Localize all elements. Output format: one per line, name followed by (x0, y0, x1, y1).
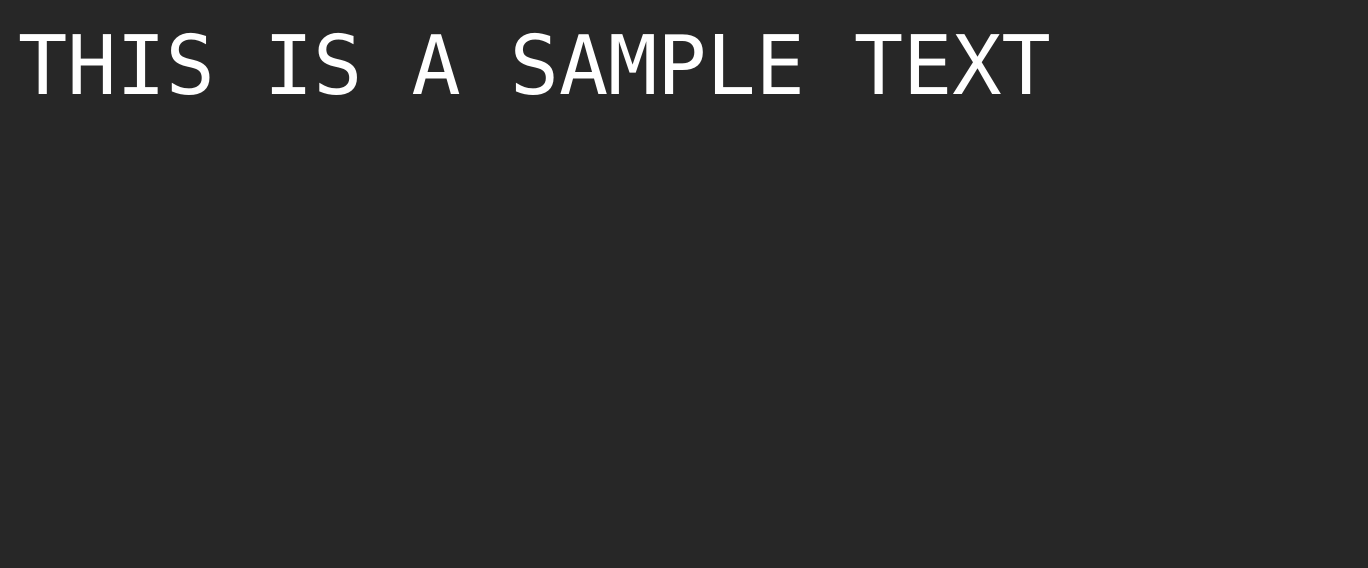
sample-text: THIS IS A SAMPLE TEXT (18, 19, 1051, 114)
